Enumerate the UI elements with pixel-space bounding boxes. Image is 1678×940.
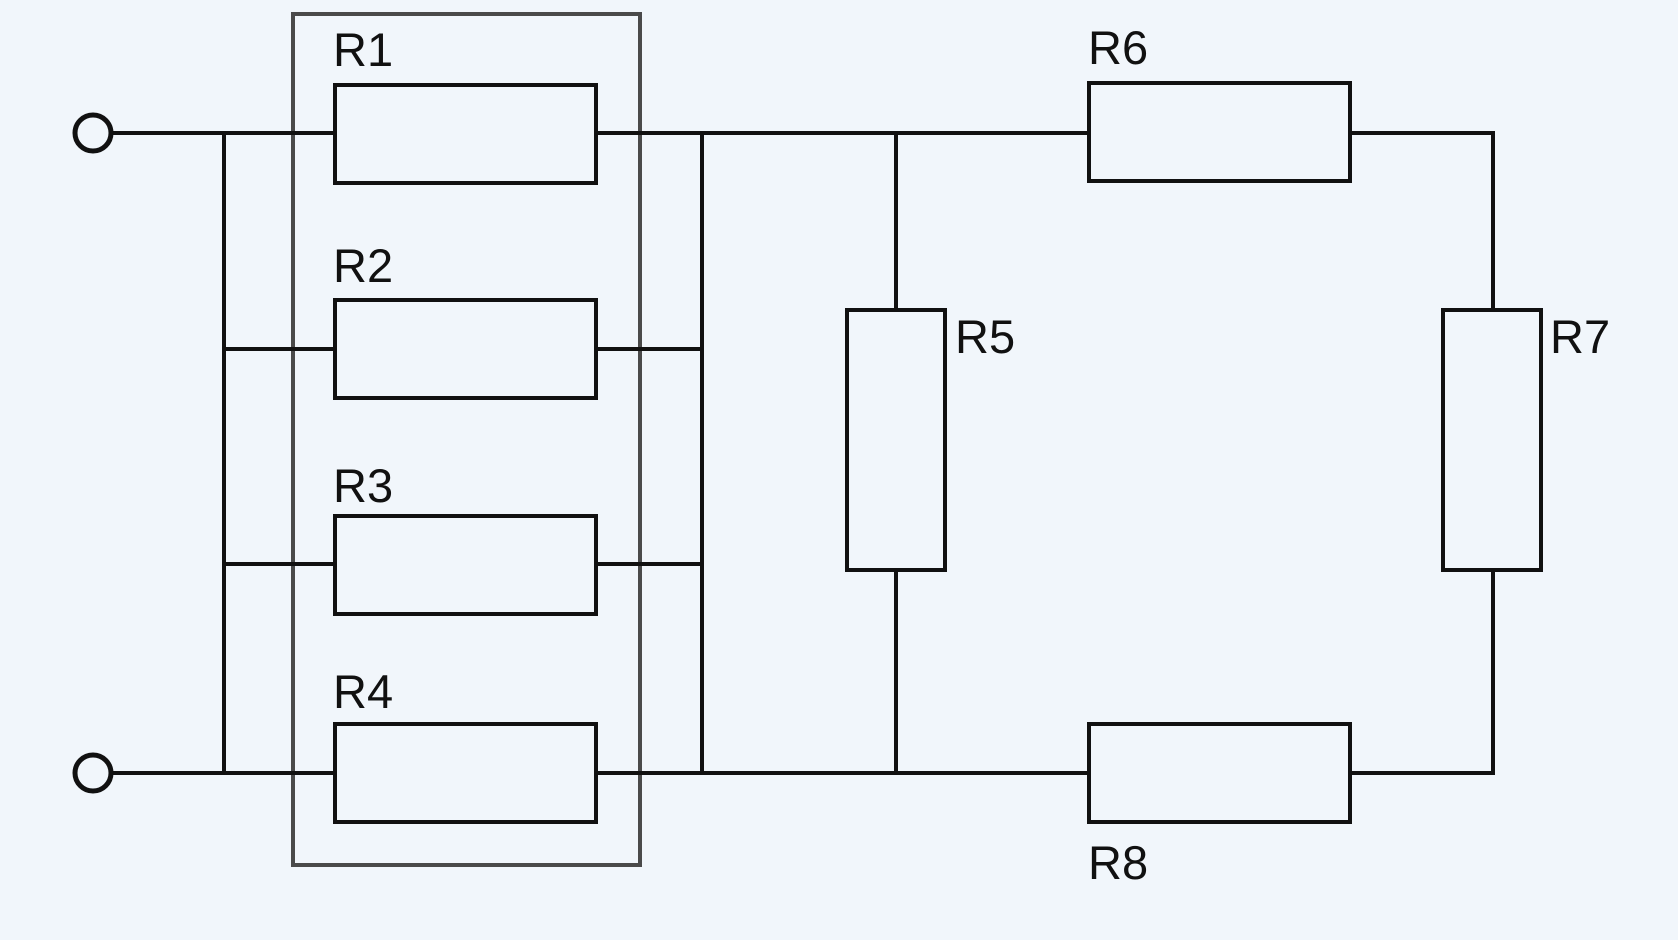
label-r6: R6 bbox=[1088, 21, 1148, 74]
resistor-r6 bbox=[1087, 81, 1352, 183]
wires bbox=[110, 131, 1495, 775]
terminal-bottom bbox=[72, 752, 114, 794]
label-r3: R3 bbox=[333, 459, 393, 512]
resistor-r7 bbox=[1441, 308, 1543, 572]
label-r8: R8 bbox=[1088, 836, 1148, 889]
label-r5: R5 bbox=[955, 310, 1015, 363]
resistor-r1 bbox=[333, 83, 598, 185]
resistor-r4 bbox=[333, 722, 598, 824]
terminal-top bbox=[72, 112, 114, 154]
resistor-r2 bbox=[333, 298, 598, 400]
label-r4: R4 bbox=[333, 665, 393, 718]
label-r2: R2 bbox=[333, 239, 393, 292]
label-r7: R7 bbox=[1550, 310, 1610, 363]
resistor-r5 bbox=[845, 308, 947, 572]
resistor-r3 bbox=[333, 514, 598, 616]
resistor-r8 bbox=[1087, 722, 1352, 824]
parallel-group-box bbox=[291, 12, 642, 867]
label-r1: R1 bbox=[333, 23, 393, 76]
